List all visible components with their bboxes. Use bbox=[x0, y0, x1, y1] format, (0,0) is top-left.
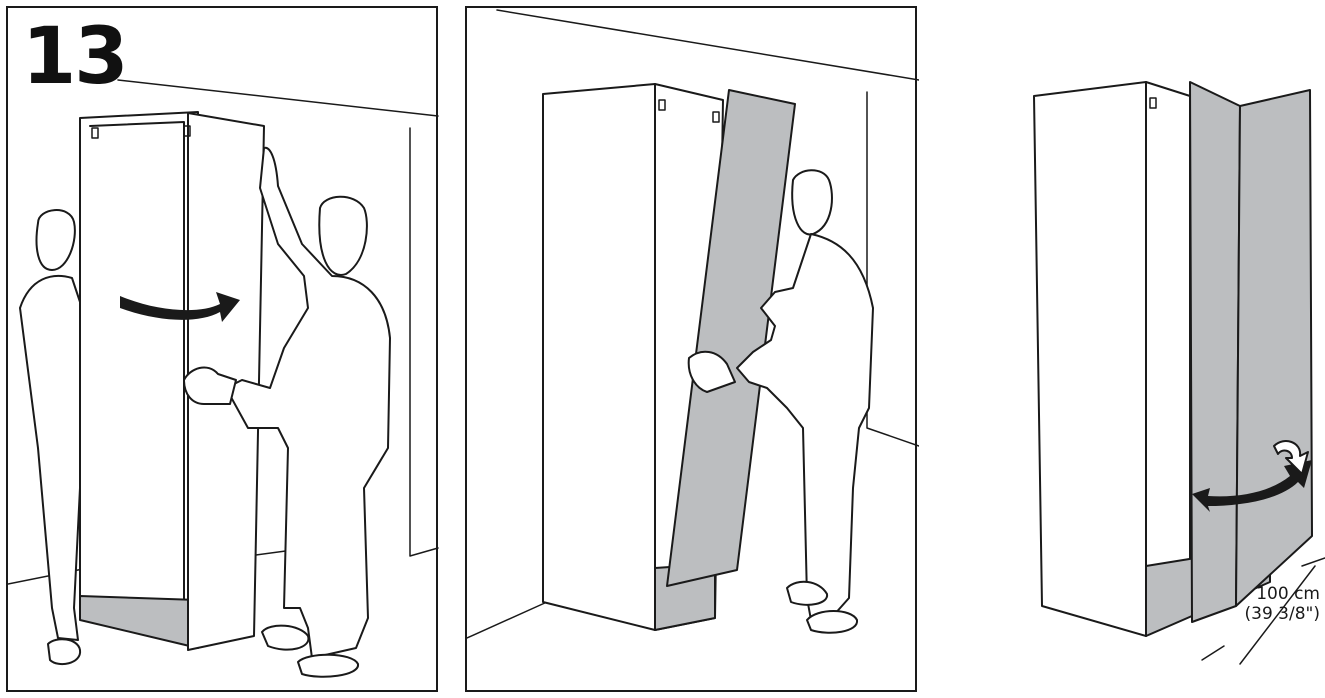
dimension-tick-left bbox=[1202, 646, 1224, 660]
panel-1-illustration bbox=[8, 8, 440, 694]
dimension-imperial: (39 3/8") bbox=[1202, 604, 1320, 624]
woman-head bbox=[37, 210, 75, 270]
instruction-panel-3: 100 cm (39 3/8") bbox=[940, 6, 1325, 692]
wall-ceiling-line bbox=[118, 80, 438, 116]
woman-body bbox=[20, 276, 82, 640]
man-head bbox=[319, 197, 367, 275]
man-foot-right bbox=[298, 655, 358, 677]
floor-line-left bbox=[467, 602, 547, 638]
dimension-metric: 100 cm bbox=[1202, 584, 1320, 604]
cabinet-carcass bbox=[80, 112, 198, 610]
cabinet-side bbox=[543, 84, 655, 630]
man-foot-left bbox=[262, 626, 308, 650]
cabinet-plinth bbox=[80, 596, 198, 648]
dimension-label: 100 cm (39 3/8") bbox=[1202, 584, 1320, 624]
door-panel-front bbox=[1236, 90, 1312, 606]
instruction-panel-2 bbox=[465, 6, 917, 692]
dimension-tick-right bbox=[1302, 558, 1325, 566]
cabinet-side bbox=[1034, 82, 1146, 636]
panel-2-illustration bbox=[467, 8, 919, 694]
door-panel-edge bbox=[1190, 82, 1240, 622]
woman-foot bbox=[48, 639, 80, 664]
instruction-panel-1: 13 bbox=[6, 6, 438, 692]
man-head bbox=[792, 170, 832, 234]
cabinet-interior bbox=[1146, 82, 1190, 636]
wall-corner-line bbox=[867, 92, 919, 446]
wall-corner-line bbox=[410, 128, 438, 556]
wall-ceiling-line bbox=[497, 10, 919, 80]
man-foot-right bbox=[807, 611, 857, 633]
